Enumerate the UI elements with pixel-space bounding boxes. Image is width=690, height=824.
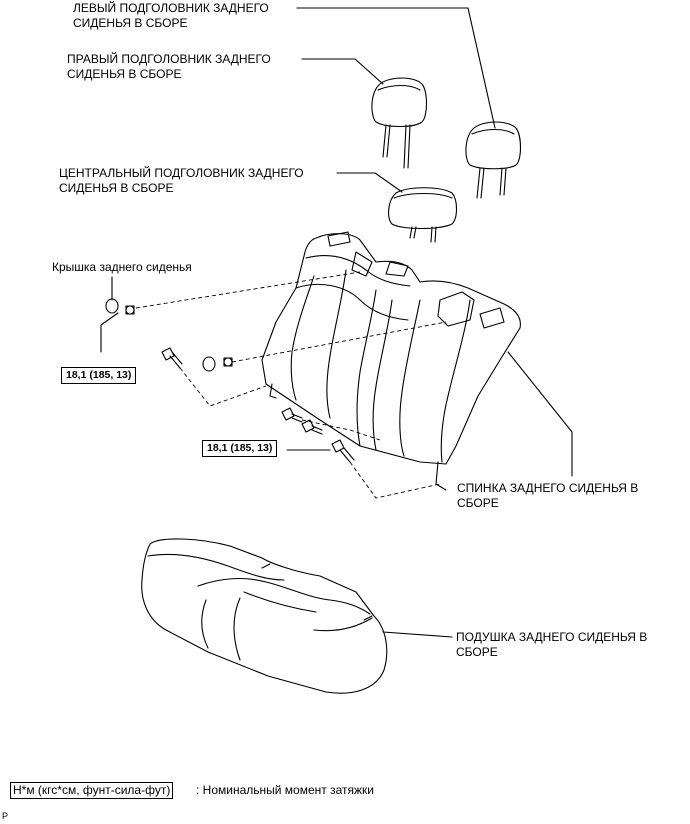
seat-cover-cap-parts xyxy=(105,298,355,463)
leader-cushion xyxy=(382,631,453,638)
label-center-headrest-line2: СИДЕНЬЯ В СБОРЕ xyxy=(59,181,174,195)
leader-right-headrest xyxy=(301,58,384,85)
label-cushion: ПОДУШКА ЗАДНЕГО СИДЕНЬЯ В СБОРЕ xyxy=(456,630,647,660)
label-seat-cover: Крышка заднего сиденья xyxy=(52,260,192,274)
legend-description: : Номинальный момент затяжки xyxy=(196,783,374,797)
label-left-headrest-line1: ЛЕВЫЙ ПОДГОЛОВНИК ЗАДНЕГО xyxy=(73,1,269,15)
right-headrest-drawing xyxy=(371,77,428,169)
label-seatback: СПИНКА ЗАДНЕГО СИДЕНЬЯ В СБОРЕ xyxy=(457,481,638,511)
label-seatback-line2: СБОРЕ xyxy=(457,496,499,510)
label-right-headrest: ПРАВЫЙ ПОДГОЛОВНИК ЗАДНЕГО СИДЕНЬЯ В СБО… xyxy=(67,52,271,82)
figure-code: P xyxy=(2,811,9,821)
legend-unit-box: Н*м (кгс*см, фунт-сила-фут) xyxy=(10,782,174,799)
label-left-headrest-line2: СИДЕНЬЯ В СБОРЕ xyxy=(73,16,188,30)
dash-cover-upper xyxy=(135,271,361,309)
label-right-headrest-line2: СИДЕНЬЯ В СБОРЕ xyxy=(67,67,182,81)
label-cushion-line2: СБОРЕ xyxy=(456,645,498,659)
seatback-drawing xyxy=(261,231,521,491)
label-cushion-line1: ПОДУШКА ЗАДНЕГО СИДЕНЬЯ В xyxy=(456,630,648,644)
torque-spec-upper: 18,1 (185, 13) xyxy=(61,367,137,384)
dash-cover-lower xyxy=(231,321,447,363)
dash-bolt-mid xyxy=(301,419,381,441)
leader-seatback xyxy=(507,351,573,477)
dash-bolt-left xyxy=(179,367,267,407)
label-right-headrest-line1: ПРАВЫЙ ПОДГОЛОВНИК ЗАДНЕГО xyxy=(67,52,271,66)
leader-torque-upper xyxy=(100,312,119,353)
label-center-headrest-line1: ЦЕНТРАЛЬНЫЙ ПОДГОЛОВНИК ЗАДНЕГО xyxy=(59,166,304,180)
cushion-drawing xyxy=(141,538,388,694)
leader-left-headrest xyxy=(296,7,496,129)
label-left-headrest: ЛЕВЫЙ ПОДГОЛОВНИК ЗАДНЕГО СИДЕНЬЯ В СБОР… xyxy=(73,1,269,31)
dash-bolt-lower xyxy=(349,461,441,499)
leader-center-headrest xyxy=(336,172,403,193)
torque-spec-lower: 18,1 (185, 13) xyxy=(202,440,278,457)
label-seatback-line1: СПИНКА ЗАДНЕГО СИДЕНЬЯ В xyxy=(457,481,639,495)
left-headrest-drawing xyxy=(465,121,522,199)
center-headrest-drawing xyxy=(387,187,458,243)
label-center-headrest: ЦЕНТРАЛЬНЫЙ ПОДГОЛОВНИК ЗАДНЕГО СИДЕНЬЯ … xyxy=(59,166,304,196)
